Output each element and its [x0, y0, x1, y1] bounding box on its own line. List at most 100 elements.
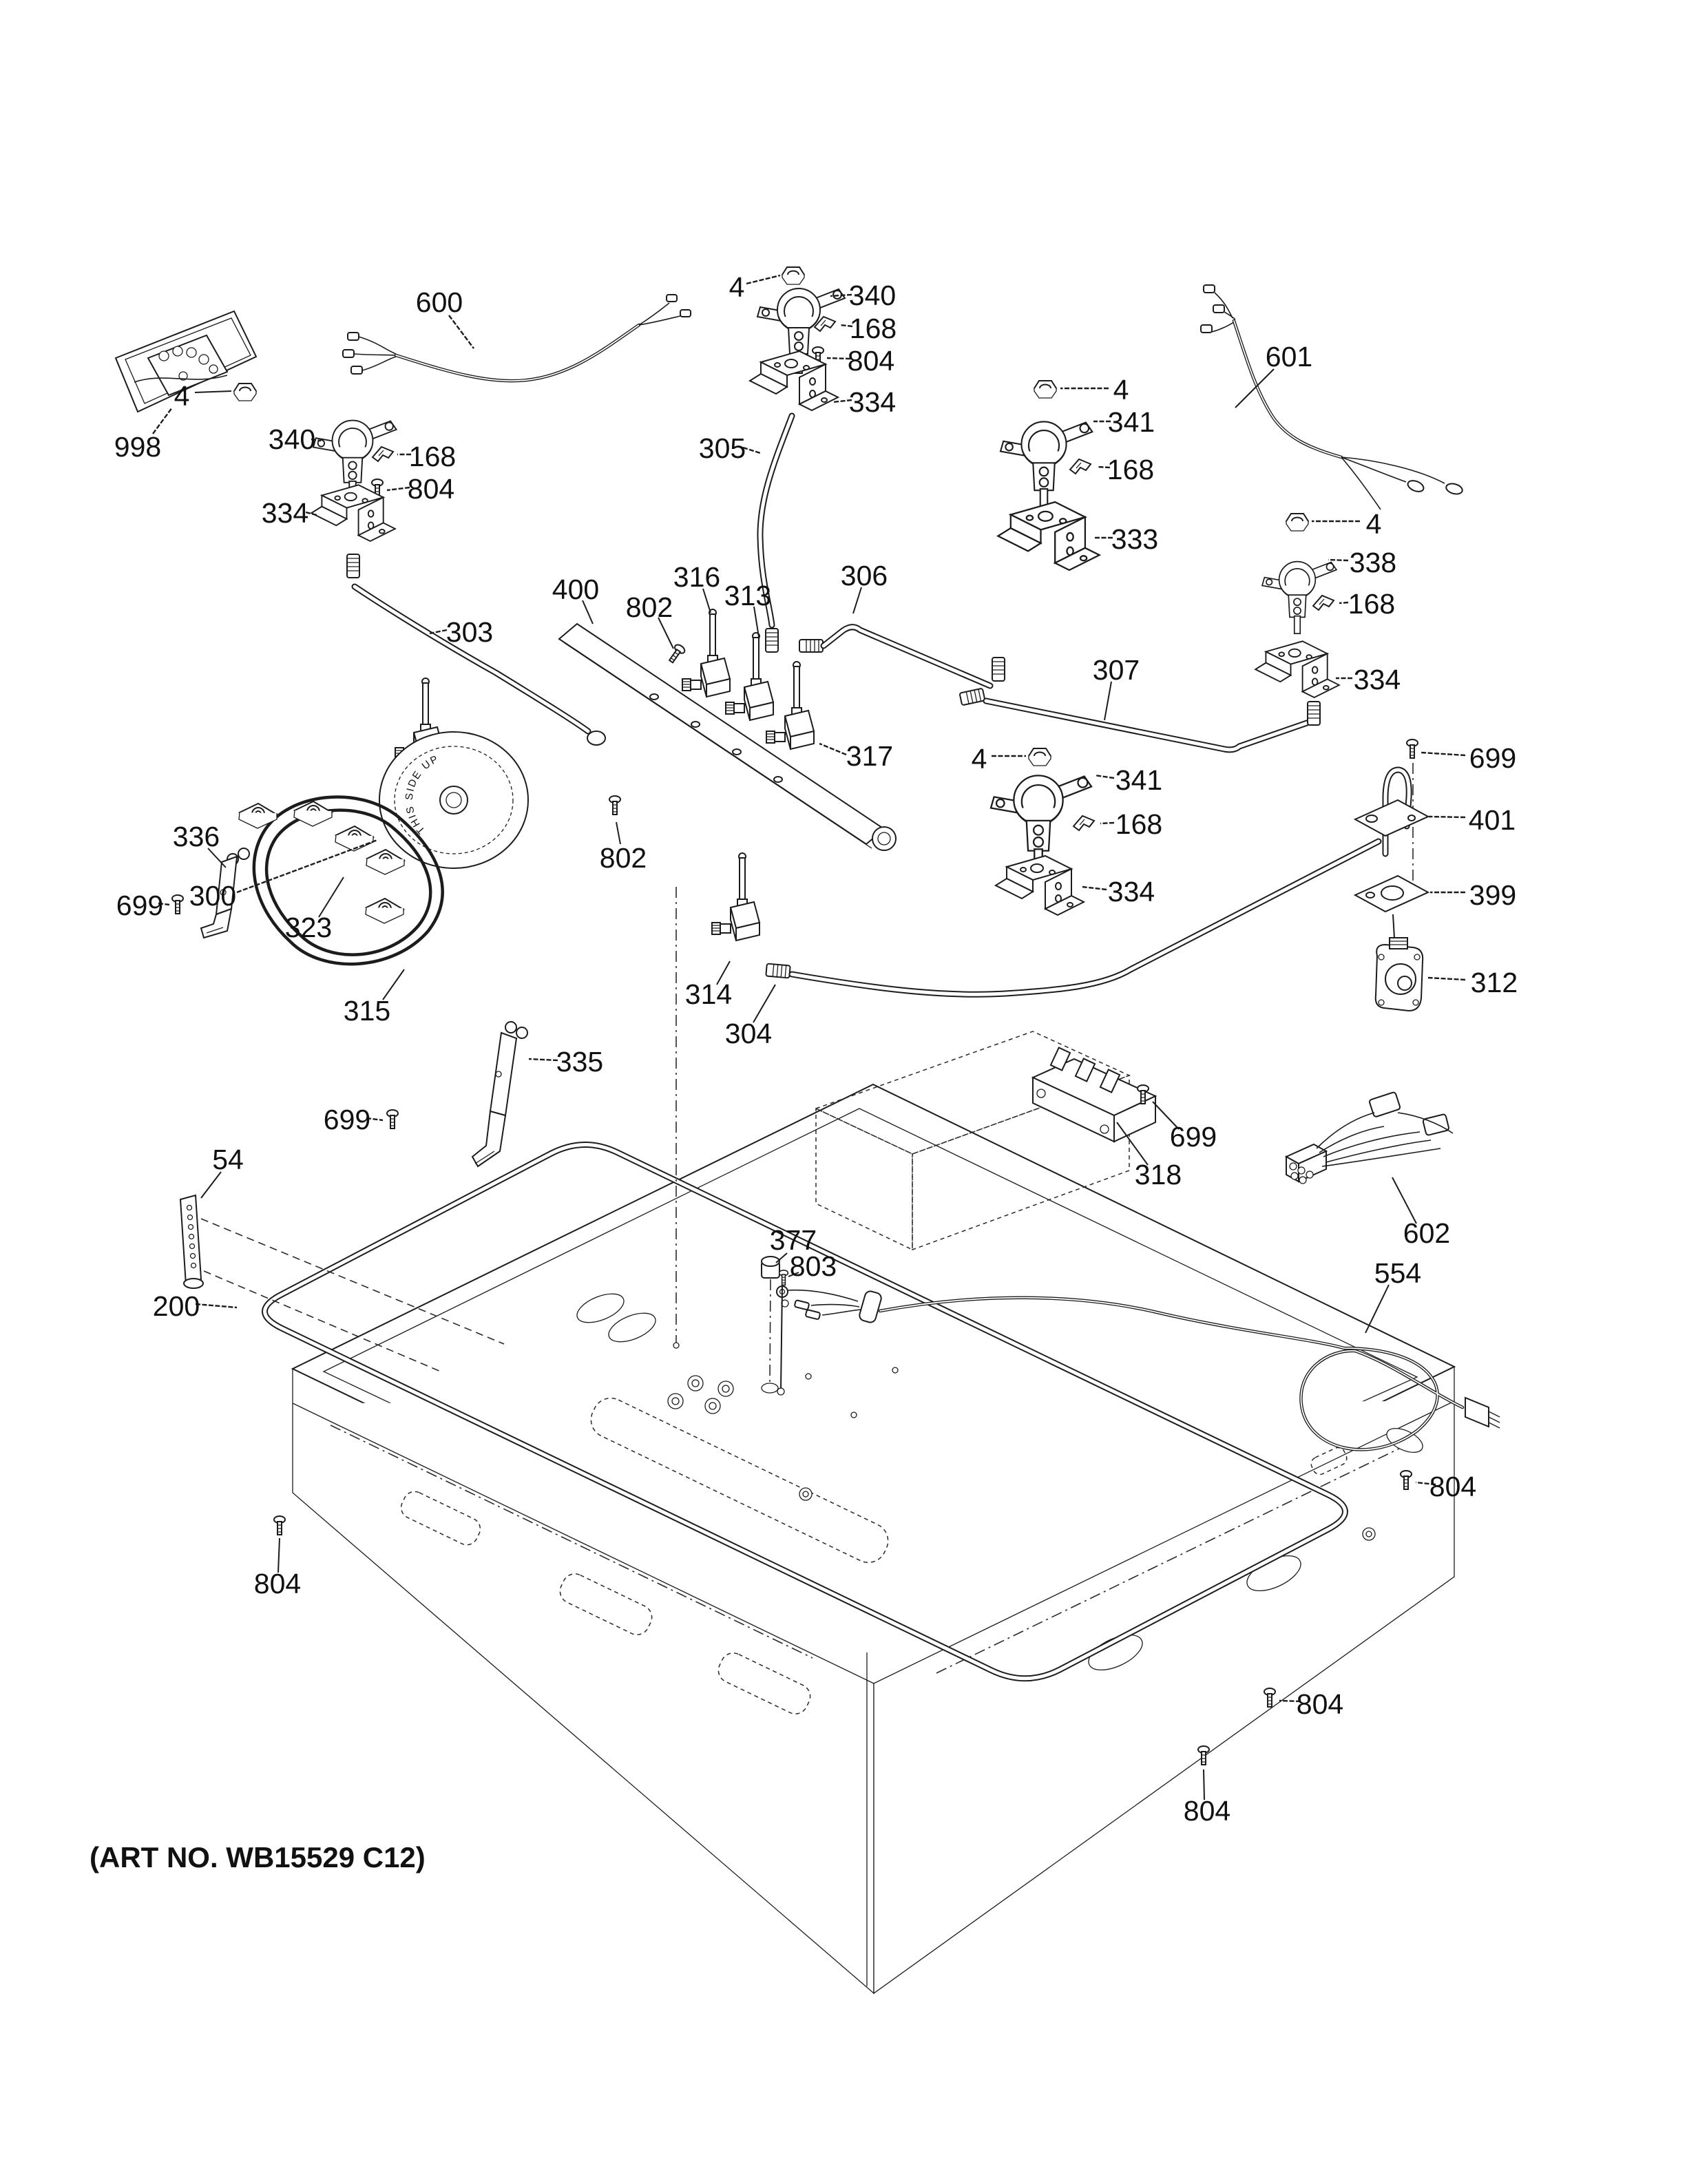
art-number: (ART NO. WB15529 C12) — [90, 1841, 426, 1873]
wire-harness-601 — [1200, 284, 1463, 510]
spud-kit-998 — [114, 310, 258, 413]
callout-168-a: 168 — [409, 441, 456, 472]
valve-314 — [711, 852, 760, 941]
callout-804-e: 804 — [1297, 1688, 1343, 1720]
callout-802-a: 802 — [626, 591, 673, 623]
callout-306: 306 — [841, 560, 888, 591]
nut-4-b — [782, 266, 805, 285]
wire-harness-600 — [342, 294, 691, 383]
callout-4-c: 4 — [1113, 374, 1129, 406]
callout-601: 601 — [1266, 341, 1312, 372]
callout-334-c: 334 — [1354, 664, 1401, 695]
callout-340-b: 340 — [849, 280, 896, 311]
nut-4-d — [1286, 513, 1309, 532]
callout-305: 305 — [699, 432, 746, 464]
callout-4-b: 4 — [729, 271, 745, 303]
callout-168-b: 168 — [850, 313, 897, 344]
callout-307: 307 — [1093, 654, 1140, 686]
callout-554: 554 — [1374, 1257, 1421, 1289]
callout-336: 336 — [173, 821, 220, 852]
callout-4-d: 4 — [1366, 508, 1382, 540]
bracket-333 — [997, 501, 1100, 571]
callout-802-b: 802 — [600, 842, 647, 874]
callout-303: 303 — [446, 616, 493, 648]
callout-803: 803 — [790, 1250, 837, 1282]
callout-317: 317 — [846, 740, 893, 772]
callout-200: 200 — [153, 1290, 200, 1322]
wire-harness-602 — [1284, 1091, 1454, 1184]
callout-804-f: 804 — [1184, 1795, 1230, 1827]
nut-4-c — [1034, 380, 1057, 399]
callout-334-a: 334 — [262, 497, 308, 529]
callout-600: 600 — [416, 286, 463, 318]
callout-304: 304 — [725, 1018, 772, 1049]
pressure-regulator-312 — [1374, 937, 1424, 1012]
callout-699-d: 699 — [1170, 1121, 1217, 1153]
screw-803 — [777, 1270, 789, 1396]
callout-300: 300 — [189, 880, 236, 912]
nut-4-e — [1028, 748, 1051, 766]
callout-168-c: 168 — [1107, 454, 1154, 485]
screw-802-b — [609, 795, 621, 815]
callout-labels: 998 600 4 340 168 804 334 303 300 4 340 … — [114, 271, 1518, 1827]
cooktop-chassis — [291, 1031, 1456, 1995]
callout-699-c: 699 — [324, 1104, 370, 1135]
callout-804-c: 804 — [254, 1568, 301, 1599]
clip-168-c — [1069, 459, 1091, 474]
deck-details — [576, 1293, 1423, 1564]
bracket-334-d — [995, 855, 1084, 916]
callout-340-a: 340 — [269, 423, 315, 455]
valve-316 — [682, 609, 731, 697]
callout-333: 333 — [1111, 523, 1158, 555]
clip-168-d — [1312, 595, 1334, 611]
nut-4-a — [233, 383, 257, 401]
mounting-strip-54 — [179, 1194, 505, 1372]
screw-699-c — [386, 1109, 399, 1129]
regulator-group — [1353, 739, 1430, 1012]
screw-802-a — [665, 642, 687, 666]
wire-harness-554 — [776, 1285, 1500, 1451]
callout-318: 318 — [1135, 1159, 1182, 1190]
tube-307 — [958, 687, 1321, 753]
gasket-200 — [262, 1142, 1348, 1682]
bracket-334-a — [311, 484, 396, 542]
gasket-399 — [1353, 874, 1430, 913]
screw-699-b — [171, 894, 184, 914]
callout-804-d: 804 — [1429, 1471, 1476, 1502]
spark-module-318 — [1031, 1047, 1157, 1143]
callout-602: 602 — [1403, 1217, 1450, 1249]
callout-168-d: 168 — [1348, 588, 1395, 620]
callout-699-b: 699 — [116, 890, 163, 921]
callout-54: 54 — [212, 1144, 244, 1175]
callout-335: 335 — [556, 1046, 603, 1078]
manifold-400 — [558, 622, 897, 851]
grommet-377 — [761, 1256, 780, 1394]
callout-315: 315 — [344, 995, 390, 1027]
callout-998: 998 — [114, 431, 161, 463]
callout-168-e: 168 — [1115, 808, 1162, 840]
burner-studs — [667, 1375, 734, 1414]
callout-334-d: 334 — [1108, 876, 1155, 907]
callout-341-a: 341 — [1108, 406, 1155, 438]
callout-4-a: 4 — [174, 380, 190, 412]
screw-804-c — [273, 1515, 286, 1535]
callout-804-b: 804 — [848, 345, 894, 377]
tube-303 — [346, 554, 606, 746]
callout-313: 313 — [724, 580, 771, 611]
callout-338: 338 — [1350, 547, 1396, 578]
igniter-bracket-336 — [200, 848, 250, 939]
callout-804-a: 804 — [408, 473, 454, 505]
bracket-334-b — [749, 350, 839, 411]
clip-168-a — [372, 446, 394, 462]
callout-400: 400 — [552, 574, 599, 605]
disc-300: THIS SIDE UP — [379, 731, 529, 869]
callout-312: 312 — [1471, 967, 1518, 998]
tube-304 — [765, 838, 1382, 998]
tube-306 — [799, 624, 1005, 689]
callout-699-a: 699 — [1469, 742, 1516, 774]
gas-tubes — [346, 412, 1382, 998]
leader-lines — [152, 274, 1466, 1800]
igniter-bracket-335 — [471, 1021, 528, 1168]
callout-334-b: 334 — [849, 386, 896, 418]
